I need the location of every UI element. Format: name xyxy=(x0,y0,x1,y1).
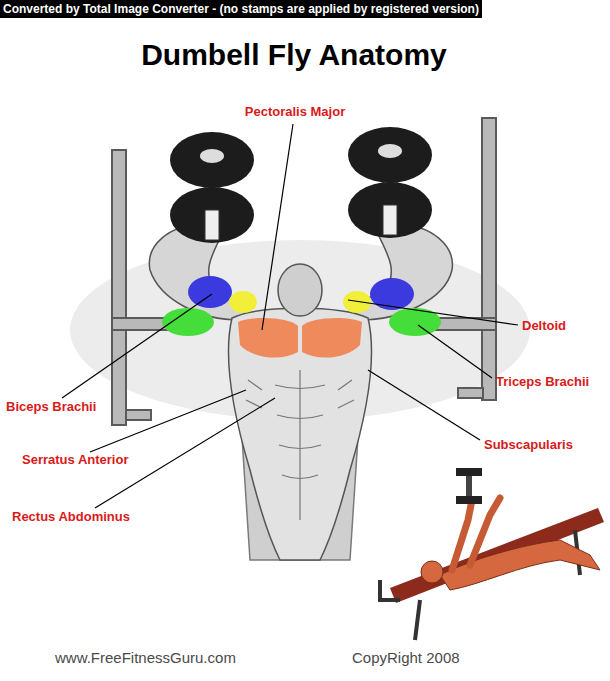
dumbbell xyxy=(170,132,254,243)
diagram-title: Dumbell Fly Anatomy xyxy=(141,38,447,72)
dumbbell-hub xyxy=(378,144,402,158)
rack-foot xyxy=(458,388,483,398)
leader-line xyxy=(90,390,246,452)
abdominals xyxy=(246,370,354,520)
biceps-patch xyxy=(188,276,232,308)
inset-body xyxy=(440,540,600,590)
linea-alba xyxy=(299,370,300,520)
muscle-label: Pectoralis Major xyxy=(245,104,345,119)
dumbbell-hub xyxy=(200,149,224,163)
biceps-patch xyxy=(370,278,414,310)
muscle-label: Serratus Anterior xyxy=(22,452,128,467)
rack-post xyxy=(112,150,126,425)
inset-bench xyxy=(390,508,604,603)
copyright-note: CopyRight 2008 xyxy=(352,649,460,667)
head xyxy=(278,264,322,316)
ab-lines xyxy=(275,385,325,479)
muscle-label: Deltoid xyxy=(522,318,566,333)
muscle-label: Biceps Brachii xyxy=(6,399,96,414)
pectoral-patch xyxy=(302,318,362,358)
leader-lines xyxy=(62,124,518,508)
dumbbell xyxy=(348,127,432,238)
dumbbell-handle xyxy=(383,205,397,235)
inset-arms xyxy=(452,498,500,570)
deltoid-patch xyxy=(229,291,257,313)
dumbbell-plate xyxy=(348,182,432,238)
leader-line xyxy=(368,370,480,440)
leader-line xyxy=(418,325,492,378)
converter-banner: Converted by Total Image Converter - (no… xyxy=(0,0,482,18)
muscle-label: Triceps Brachii xyxy=(496,374,589,389)
rack-post xyxy=(482,118,496,400)
deltoid-patch xyxy=(343,291,371,313)
dumbbell-plate xyxy=(170,187,254,243)
leader-line xyxy=(62,294,212,398)
torso xyxy=(228,308,371,560)
muscle-label: Subscapularis xyxy=(484,437,573,452)
serratus-lines xyxy=(246,380,354,408)
leader-line xyxy=(262,124,293,330)
banner-text: Converted by Total Image Converter - (no… xyxy=(0,0,482,18)
leader-line xyxy=(348,300,518,325)
inset-head xyxy=(421,561,443,583)
dumbbell-plate xyxy=(170,132,254,188)
dumbbell-handle xyxy=(205,210,219,240)
muscle-label: Rectus Abdominus xyxy=(12,509,130,524)
rack-foot xyxy=(126,410,151,420)
pectoral-patch xyxy=(238,318,298,358)
rack-bar xyxy=(436,318,496,330)
triceps-patch xyxy=(162,308,214,336)
highlighted-muscles xyxy=(162,276,441,358)
dumbbell-plate xyxy=(348,127,432,183)
inset-plate xyxy=(456,496,482,504)
inset-figure xyxy=(380,468,604,640)
website-credit: www.FreeFitnessGuru.com xyxy=(55,649,236,667)
inset-plate xyxy=(456,468,482,476)
